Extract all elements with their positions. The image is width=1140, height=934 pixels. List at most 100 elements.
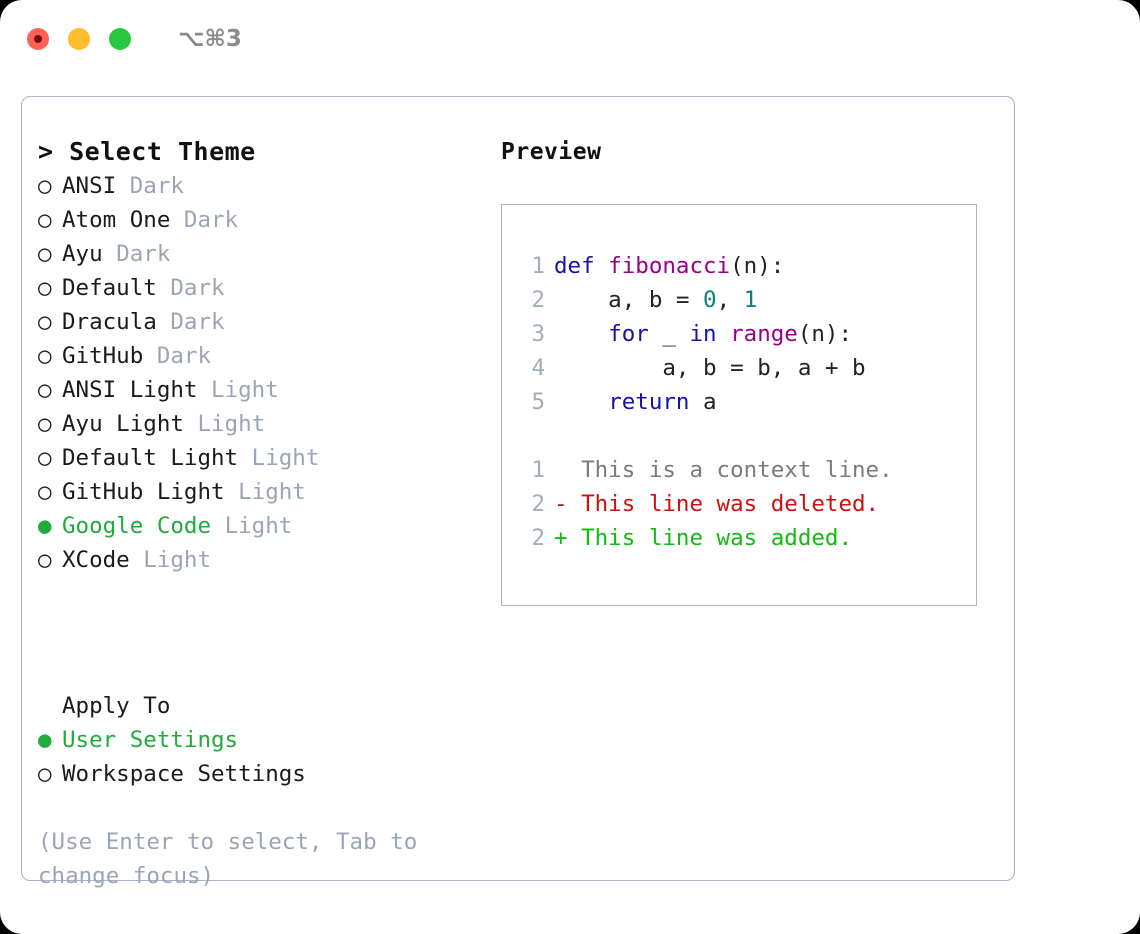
radio-unselected-icon: ○ [38, 761, 52, 787]
spacer [116, 173, 130, 199]
line-number: 1 [531, 253, 545, 279]
code-line: 5 return a [521, 385, 968, 419]
line-number: 5 [531, 389, 545, 415]
radio-selected-icon: ● [38, 727, 52, 753]
code-line: 1 def fibonacci(n): [521, 249, 968, 283]
apply-to-option[interactable]: ● User Settings [38, 723, 488, 757]
code-token-plain: (n): [797, 321, 853, 347]
radio-unselected-icon: ○ [38, 445, 52, 471]
keyboard-shortcut-label: ⌥⌘3 [178, 26, 242, 52]
radio-unselected-icon: ○ [38, 479, 52, 505]
code-token-plain: a [689, 389, 717, 415]
title-bar: ⌥⌘3 [0, 0, 1140, 78]
code-line: 4 a, b = b, a + b [521, 351, 968, 385]
apply-to-label: Workspace Settings [62, 761, 306, 787]
line-number: 2 [531, 287, 545, 313]
spacer [211, 513, 225, 539]
code-token-plain: a, b = [554, 287, 704, 313]
theme-variant-tag: Dark [183, 207, 239, 233]
code-token-kw: in [689, 321, 717, 347]
code-token-plain [717, 321, 731, 347]
spacer [130, 547, 144, 573]
radio-unselected-icon: ○ [38, 411, 52, 437]
spacer [143, 343, 157, 369]
radio-unselected-icon: ○ [38, 343, 52, 369]
theme-variant-tag: Light [197, 411, 266, 437]
diff-line: 2- This line was deleted. [521, 487, 968, 521]
theme-variant-tag: Light [143, 547, 212, 573]
theme-list-item[interactable]: ○ Default Dark [38, 271, 488, 305]
theme-variant-tag: Light [251, 445, 320, 471]
theme-name: Ayu Light [62, 411, 184, 437]
radio-unselected-icon: ○ [38, 309, 52, 335]
code-line: 2 a, b = 0, 1 [521, 283, 968, 317]
code-token-fn: fibonacci [608, 253, 731, 279]
maximize-window-button[interactable] [109, 28, 131, 50]
theme-list-item[interactable]: ○XCode Light [38, 543, 488, 577]
theme-name: ANSI Light [62, 377, 198, 403]
theme-variant-tag: Dark [170, 309, 225, 335]
close-window-button[interactable] [27, 28, 49, 50]
theme-name: GitHub [62, 343, 144, 369]
close-icon [34, 35, 42, 43]
theme-list-item[interactable]: ○Atom One Dark [38, 203, 488, 237]
code-token-plain [554, 321, 608, 347]
apply-to-section: Apply To ● User Settings ○ Workspace Settin… [38, 689, 488, 791]
code-blank-line [521, 419, 968, 453]
theme-list-item[interactable]: ○ ANSI Light Light [38, 373, 488, 407]
theme-list-item[interactable]: ○ANSI Dark [38, 169, 488, 203]
code-token-num: 0 [703, 287, 717, 313]
theme-name: Atom One [62, 207, 171, 233]
theme-variant-tag: Dark [156, 343, 212, 369]
code-token-plain [554, 389, 608, 415]
traffic-lights [27, 28, 131, 50]
theme-list-item[interactable]: ○Default Light Light [38, 441, 488, 475]
theme-list-item[interactable]: ○Dracula Dark [38, 305, 488, 339]
code-token-num: 1 [743, 287, 758, 313]
diff-marker: + [554, 525, 568, 551]
line-number: 3 [531, 321, 545, 347]
theme-variant-tag: Dark [170, 275, 225, 301]
spacer [225, 479, 239, 505]
theme-list-item[interactable]: ○ GitHub Dark [38, 339, 488, 373]
apply-to-label: User Settings [62, 727, 239, 753]
code-line: 3 for _ in range(n): [521, 317, 968, 351]
spacer [103, 241, 117, 267]
theme-list-item[interactable]: ○ Ayu Light Light [38, 407, 488, 441]
radio-unselected-icon: ○ [38, 377, 52, 403]
theme-variant-tag: Dark [116, 241, 171, 267]
spacer [157, 309, 171, 335]
theme-variant-tag: Light [224, 513, 293, 539]
theme-list-item[interactable]: ○GitHub Light Light [38, 475, 488, 509]
theme-list-item[interactable]: ○Ayu Dark [38, 237, 488, 271]
code-token-plain: (n): [730, 253, 785, 279]
minimize-window-button[interactable] [68, 28, 90, 50]
diff-marker [554, 457, 568, 483]
theme-name: GitHub Light [62, 479, 225, 505]
diff-text: This line was deleted. [567, 491, 880, 517]
keyboard-hint-text: (Use Enter to select, Tab to change focu… [38, 829, 418, 889]
apply-to-list: ● User Settings ○ Workspace Settings [38, 723, 488, 791]
theme-list-item[interactable]: ●Google Code Light [38, 509, 488, 543]
radio-unselected-icon: ○ [38, 275, 52, 301]
apply-to-header: Apply To [62, 693, 171, 719]
code-token-plain: a, b = b, a + b [554, 355, 866, 381]
theme-picker-header: > Select Theme [38, 137, 256, 166]
code-token-kw: return [608, 389, 690, 415]
theme-name: XCode [62, 547, 130, 573]
code-token-kw: for [608, 321, 649, 347]
spacer [184, 411, 198, 437]
theme-variant-tag: Light [211, 377, 279, 403]
line-number: 2 [531, 491, 545, 517]
preview-title: Preview [501, 139, 602, 165]
theme-name: ANSI [62, 173, 117, 199]
theme-list: ○ANSI Dark○Atom One Dark○Ayu Dark○Defaul… [38, 169, 488, 577]
theme-name: Default [62, 275, 157, 301]
theme-name: Google Code [62, 513, 212, 539]
spacer [170, 207, 184, 233]
code-token-kw: def [554, 253, 609, 279]
apply-to-option[interactable]: ○ Workspace Settings [38, 757, 488, 791]
